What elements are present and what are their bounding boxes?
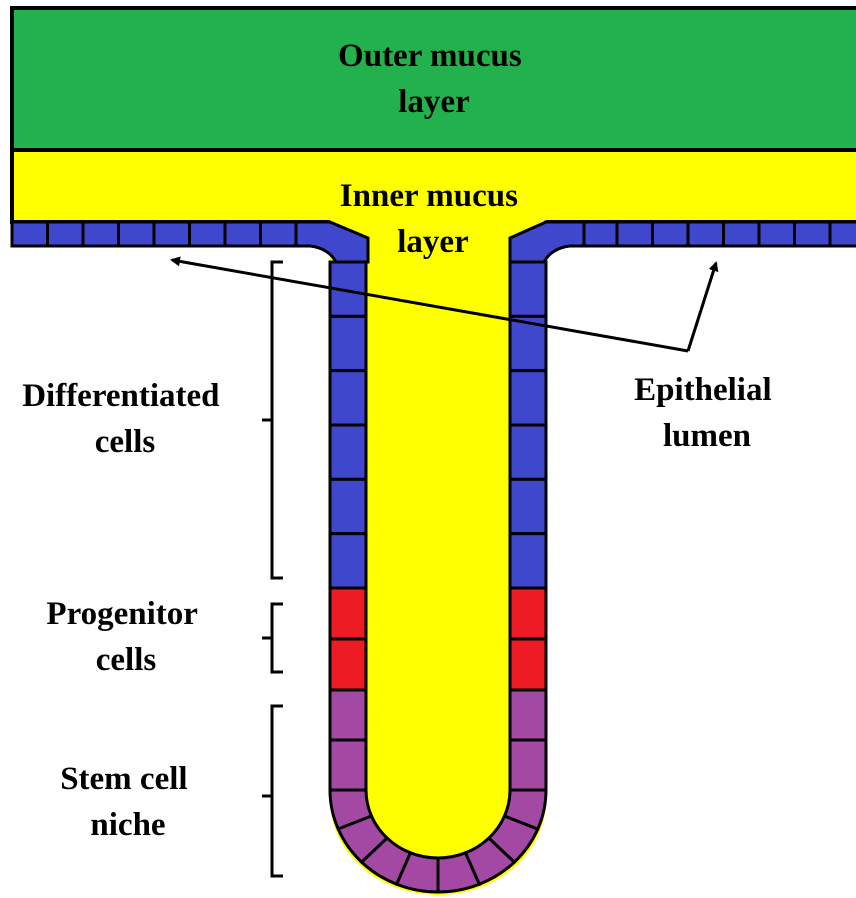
surface-cell <box>617 222 653 246</box>
surface-cell <box>724 222 760 246</box>
stem-cell <box>510 690 546 740</box>
differentiated-cell <box>330 371 366 425</box>
differentiated-cell <box>510 534 546 588</box>
surface-cell <box>582 222 618 246</box>
outer-mucus-layer <box>12 8 856 150</box>
progenitor-cell <box>330 588 366 639</box>
differentiated-cell <box>510 371 546 425</box>
differentiated-cell <box>330 425 366 479</box>
surface-cell <box>759 222 795 246</box>
surface-cell <box>12 222 48 246</box>
arrow-right <box>688 263 716 351</box>
differentiated-cell <box>510 425 546 479</box>
surface-cell <box>795 222 831 246</box>
progenitor-cell <box>330 639 366 690</box>
progenitor-cell <box>510 588 546 639</box>
stem-cell <box>510 740 546 790</box>
differentiated-cells-label: Differentiated cells <box>22 378 228 460</box>
surface-cell <box>653 222 689 246</box>
surface-cell <box>119 222 155 246</box>
surface-cell <box>261 222 297 246</box>
differentiated-cell <box>330 479 366 533</box>
surface-cell <box>830 222 856 246</box>
progenitor-bracket <box>262 604 283 672</box>
stem-cell <box>330 740 366 790</box>
progenitor-cell <box>510 639 546 690</box>
surface-cell <box>83 222 119 246</box>
stem-cell <box>330 690 366 740</box>
surface-cell <box>154 222 190 246</box>
differentiated-cell <box>330 316 366 370</box>
progenitor-cells-label: Progenitor cells <box>46 596 205 678</box>
differentiated-cell <box>330 534 366 588</box>
stem-cell-niche-label: Stem cell niche <box>60 761 196 843</box>
stem-niche-bracket <box>262 706 283 876</box>
differentiated-bracket <box>262 262 283 578</box>
epithelial-lumen-label: Epithelial lumen <box>634 372 780 454</box>
surface-cell <box>190 222 226 246</box>
differentiated-cell <box>510 262 546 316</box>
surface-cell <box>48 222 84 246</box>
surface-cell <box>688 222 724 246</box>
differentiated-cell <box>510 479 546 533</box>
surface-cell <box>225 222 261 246</box>
